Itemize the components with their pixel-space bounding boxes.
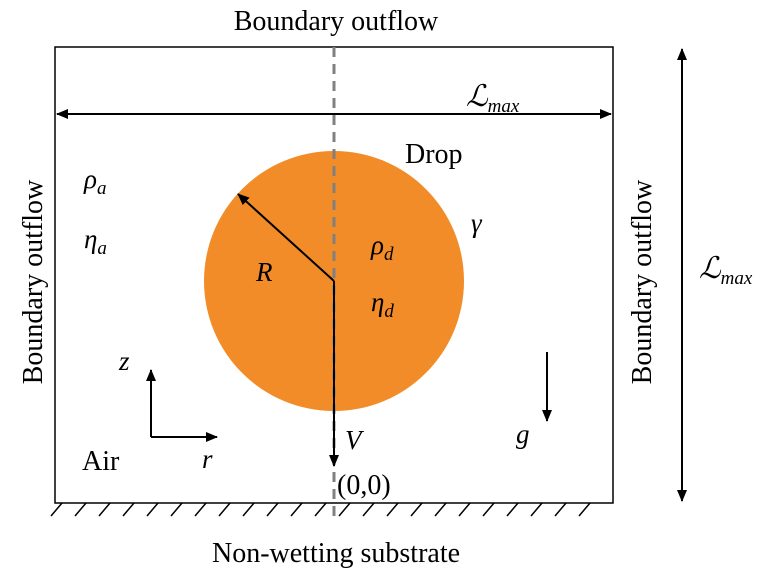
- drop-label: Drop: [405, 139, 463, 170]
- substrate-hatch-mark: [314, 502, 327, 517]
- right-boundary-label: Boundary outflow: [627, 179, 658, 384]
- domain-height-symbol: ℒmax: [699, 252, 753, 289]
- radius-symbol: R: [255, 257, 273, 287]
- substrate-hatch-mark: [482, 502, 495, 517]
- substrate-hatch-mark: [194, 502, 207, 517]
- domain-width-symbol: ℒmax: [466, 80, 520, 117]
- substrate-hatch-mark: [338, 502, 351, 517]
- substrate-hatch-mark: [242, 502, 255, 517]
- substrate-hatch-mark: [146, 502, 159, 517]
- air-viscosity-symbol: ηa: [84, 224, 107, 259]
- top-boundary-label: Boundary outflow: [234, 6, 439, 37]
- substrate-hatching: [50, 502, 591, 517]
- substrate-hatch-mark: [266, 502, 279, 517]
- substrate-hatch-mark: [362, 502, 375, 517]
- radius-arrow: [237, 193, 335, 282]
- air-density-symbol: ρa: [83, 164, 106, 199]
- substrate-hatch-mark: [122, 502, 135, 517]
- r-axis-symbol: r: [202, 444, 213, 474]
- substrate-label: Non-wetting substrate: [212, 538, 460, 569]
- drop-density-symbol: ρd: [370, 230, 394, 265]
- velocity-symbol: V: [345, 425, 365, 455]
- substrate-hatch-mark: [170, 502, 183, 517]
- left-boundary-label: Boundary outflow: [18, 179, 49, 384]
- substrate-hatch-mark: [506, 502, 519, 517]
- substrate-hatch-mark: [98, 502, 111, 517]
- substrate-hatch-mark: [74, 502, 87, 517]
- air-label: Air: [82, 446, 120, 477]
- z-axis-symbol: z: [118, 346, 130, 376]
- origin-label: (0,0): [337, 470, 391, 501]
- substrate-hatch-mark: [554, 502, 567, 517]
- substrate-hatch-mark: [50, 502, 63, 517]
- substrate-hatch-mark: [530, 502, 543, 517]
- substrate-hatch-mark: [434, 502, 447, 517]
- substrate-hatch-mark: [458, 502, 471, 517]
- drop-viscosity-symbol: ηd: [371, 287, 394, 322]
- surface-tension-symbol: γ: [471, 208, 483, 238]
- substrate-hatch-mark: [290, 502, 303, 517]
- substrate-hatch-mark: [578, 502, 591, 517]
- gravity-symbol: g: [516, 419, 530, 449]
- substrate-hatch-mark: [218, 502, 231, 517]
- substrate-hatch-mark: [410, 502, 423, 517]
- substrate-hatch-mark: [386, 502, 399, 517]
